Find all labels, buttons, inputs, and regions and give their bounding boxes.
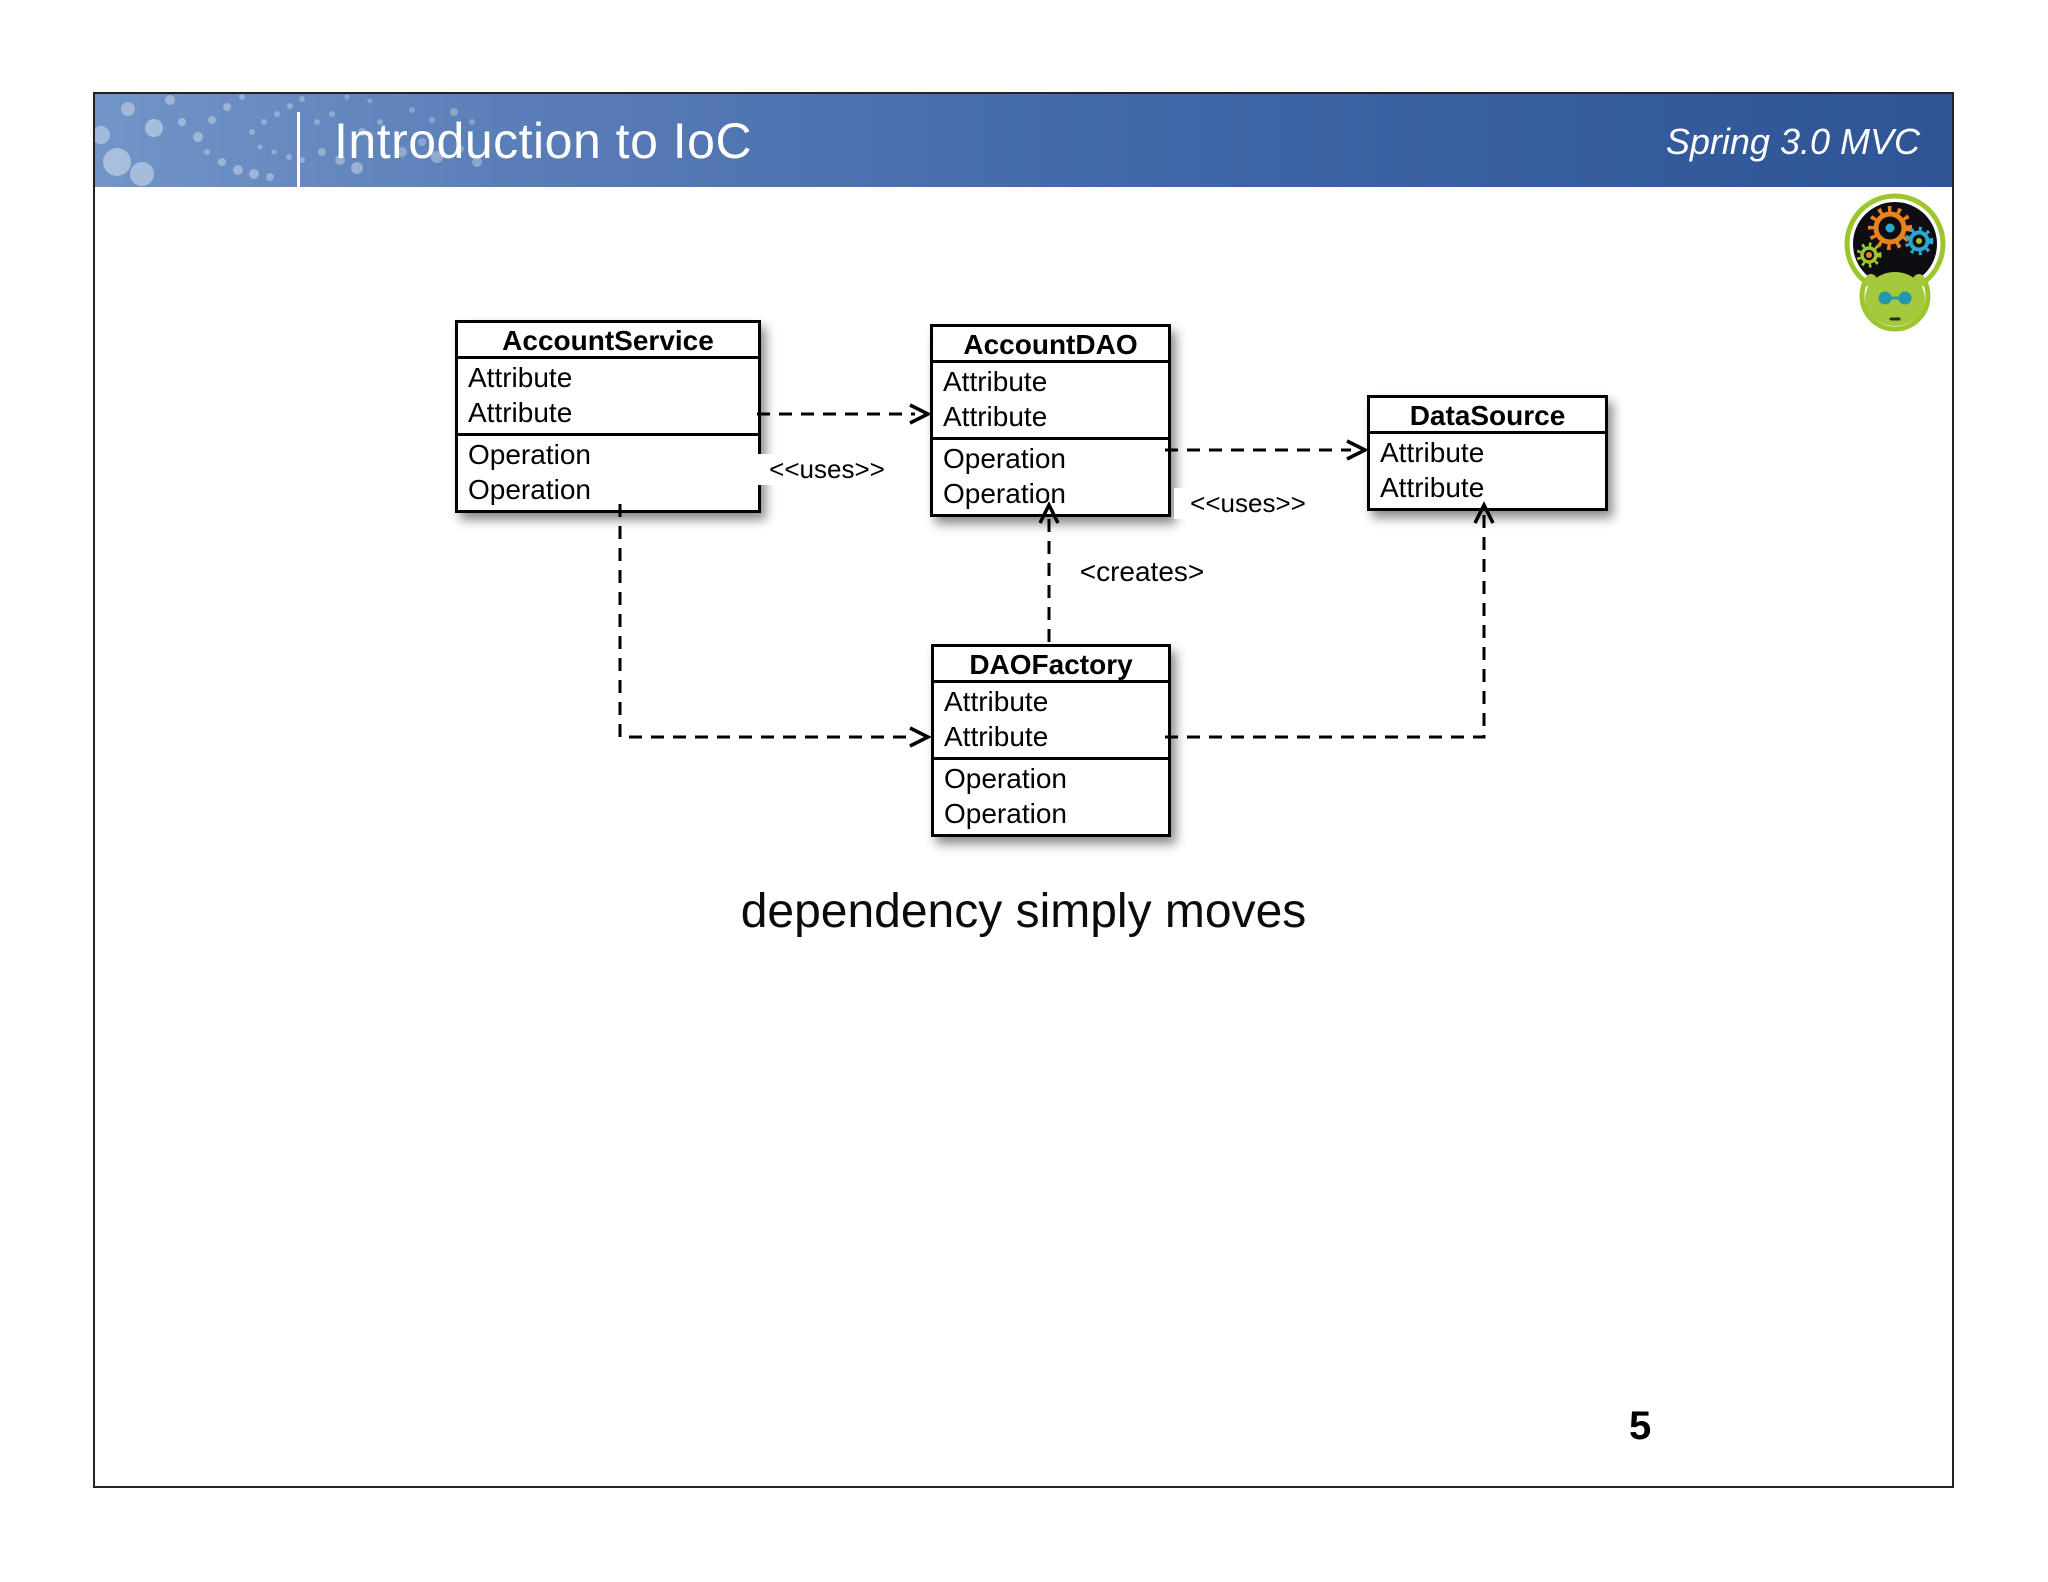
class-box-accountdao: AccountDAO Attribute Attribute Operation… [930, 324, 1171, 517]
operation-row: Operation [943, 478, 1066, 509]
slide-frame: Introduction to IoC Spring 3.0 MVC [93, 92, 1954, 1488]
title-separator-rule [297, 112, 300, 187]
attribute-row: Attribute [468, 362, 573, 393]
class-name: DAOFactory [934, 647, 1168, 683]
class-box-datasource: DataSource Attribute Attribute [1367, 395, 1608, 511]
course-label: Spring 3.0 MVC [1665, 121, 1920, 162]
relation-label-uses-1: <<uses>> [753, 454, 901, 485]
class-name: AccountDAO [933, 327, 1168, 363]
class-attributes: Attribute Attribute [933, 363, 1168, 440]
gear-head-mascot-logo-icon [1844, 193, 1946, 332]
attribute-row: Attribute [943, 401, 1048, 432]
attribute-row: Attribute [943, 366, 1048, 397]
operation-row: Operation [944, 763, 1067, 794]
class-operations: Operation Operation [458, 436, 758, 510]
operation-row: Operation [943, 443, 1066, 474]
attribute-row: Attribute [944, 686, 1049, 717]
connector-daofactory-datasource [1165, 514, 1486, 739]
class-name: AccountService [458, 323, 758, 359]
relation-label-uses-2: <<uses>> [1174, 488, 1322, 519]
class-operations: Operation Operation [933, 440, 1168, 514]
connector-accountservice-daofactory [618, 504, 915, 739]
arrowhead-into-accountdao-left [909, 403, 932, 425]
class-attributes: Attribute Attribute [458, 359, 758, 436]
operation-row: Operation [944, 798, 1067, 829]
class-box-accountservice: AccountService Attribute Attribute Opera… [455, 320, 761, 513]
operation-row: Operation [468, 439, 591, 470]
operation-row: Operation [468, 474, 591, 505]
attribute-row: Attribute [1380, 472, 1485, 503]
bubbles-decoration-icon [95, 94, 482, 186]
arrowhead-into-datasource-left [1346, 439, 1369, 461]
slide-title: Introduction to IoC [334, 113, 753, 169]
attribute-row: Attribute [944, 721, 1049, 752]
class-attributes: Attribute Attribute [934, 683, 1168, 760]
slide-caption: dependency simply moves [740, 885, 1307, 938]
attribute-row: Attribute [468, 397, 573, 428]
relation-label-creates: <creates> [1058, 556, 1226, 588]
class-attributes: Attribute Attribute [1370, 434, 1605, 508]
attribute-row: Attribute [1380, 437, 1485, 468]
class-name: DataSource [1370, 398, 1605, 434]
class-operations: Operation Operation [934, 760, 1168, 834]
page-number: 5 [1629, 1404, 1652, 1448]
arrowhead-into-daofactory-left [909, 726, 932, 748]
class-box-daofactory: DAOFactory Attribute Attribute Operation… [931, 644, 1171, 837]
header-band: Introduction to IoC Spring 3.0 MVC [95, 94, 1952, 187]
